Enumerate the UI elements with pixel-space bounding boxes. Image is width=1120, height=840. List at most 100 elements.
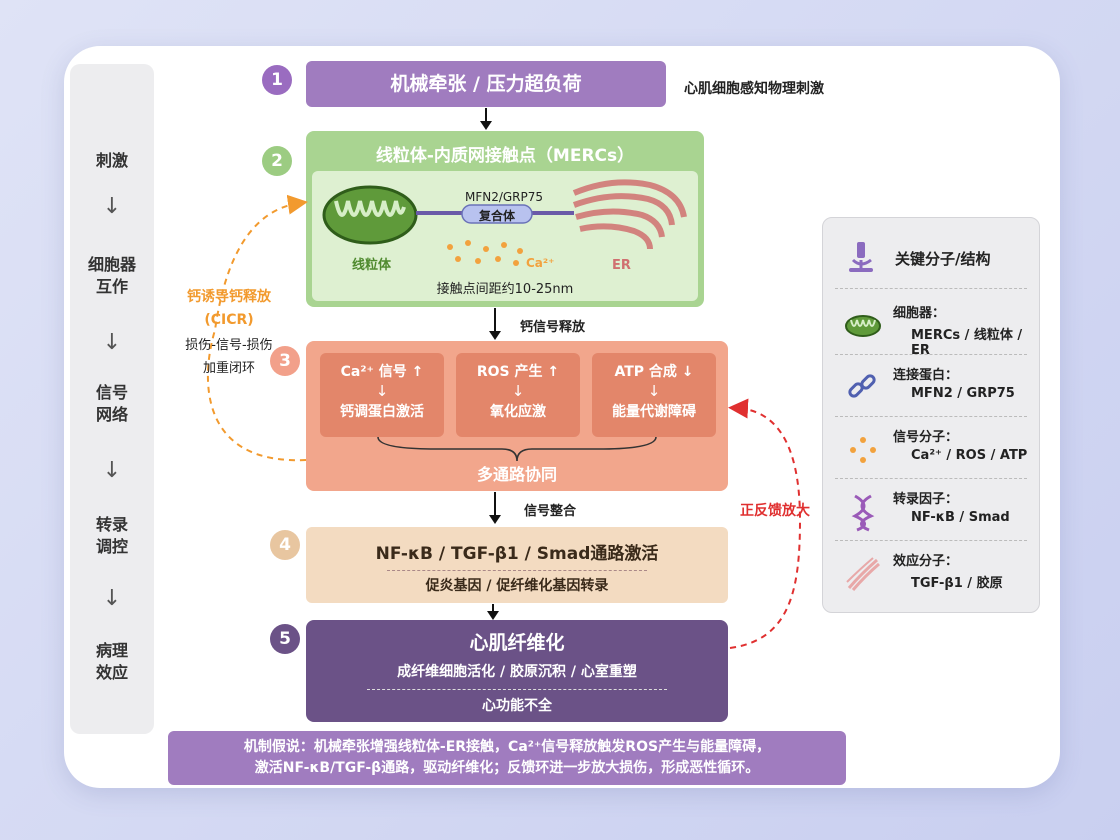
arrow-down-icon: ↓ <box>511 382 525 400</box>
signal-top: ATP 合成 ↓ <box>614 364 694 380</box>
divider <box>835 540 1027 541</box>
positive-feedback-arrow <box>728 398 802 649</box>
distance-label: 接触点间距约10-25nm <box>437 281 574 297</box>
divider <box>387 570 647 571</box>
dna-icon <box>851 494 875 532</box>
arrow-down-icon <box>487 604 499 620</box>
legend-title: 关键分子/结构 <box>895 250 991 268</box>
signal-box-ros: ROS 产生 ↑ ↓ 氧化应激 <box>456 353 580 437</box>
cicr-desc2: 加重闭环 <box>202 361 255 376</box>
legend-label: 转录因子： <box>893 492 959 507</box>
stage-label-transcription: 转录 调控 <box>95 515 128 556</box>
stage-label-stimulus: 刺激 <box>95 151 128 170</box>
step-badge-3: 3 <box>270 346 300 376</box>
chain-link-icon <box>848 374 876 398</box>
ca-label: Ca²⁺ <box>526 256 555 270</box>
arrow-down-icon <box>480 108 492 130</box>
legend-label: 连接蛋白： <box>893 368 959 383</box>
step5-box: 心肌纤维化 成纤维细胞活化 / 胶原沉积 / 心室重塑 心功能不全 <box>306 620 728 722</box>
mercs-illustration: MFN2/GRP75 复合体 线粒体 Ca²⁺ ER 接触点间距约10-25nm <box>312 171 698 301</box>
signal-bottom: 氧化应激 <box>490 404 546 420</box>
legend-label: 效应分子： <box>893 554 959 569</box>
cicr-title: 钙诱导钙释放 <box>187 289 271 305</box>
step5-title: 心肌纤维化 <box>469 632 565 654</box>
collagen-fiber-icon <box>846 557 880 591</box>
er-label: ER <box>612 258 631 273</box>
divider <box>835 288 1027 289</box>
step5-subtitle: 成纤维细胞活化 / 胶原沉积 / 心室重塑 <box>397 664 637 680</box>
connector-label-2: 信号整合 <box>524 504 577 519</box>
divider <box>835 416 1027 417</box>
hypothesis-line-2: 激活NF-κB/TGF-β通路，驱动纤维化；反馈环进一步放大损伤，形成恶性循环。 <box>254 760 760 776</box>
divider <box>835 354 1027 355</box>
step4-title: NF-κB / TGF-β1 / Smad通路激活 <box>375 544 659 564</box>
hypothesis-box: 机制假说：机械牵张增强线粒体-ER接触，Ca²⁺信号释放触发ROS产生与能量障碍… <box>168 731 846 785</box>
step-badge-2: 2 <box>262 146 292 176</box>
signal-box-calcium: Ca²⁺ 信号 ↑ ↓ 钙调蛋白激活 <box>320 353 444 437</box>
cicr-loop-arrow <box>206 194 308 462</box>
microscope-icon <box>849 242 873 272</box>
step-badge-4: 4 <box>270 530 300 560</box>
arrow-down-icon <box>489 492 501 524</box>
stage-label-signal: 信号 网络 <box>95 383 128 424</box>
signal-box-atp: ATP 合成 ↓ ↓ 能量代谢障碍 <box>592 353 716 437</box>
cicr-abbr: (CICR) <box>204 312 254 328</box>
step3-box: Ca²⁺ 信号 ↑ ↓ 钙调蛋白激活 ROS 产生 ↑ ↓ 氧化应激 ATP 合… <box>306 341 728 491</box>
stage-arrow: ↓ <box>102 586 122 611</box>
signal-top: ROS 产生 ↑ <box>476 364 560 380</box>
cicr-desc1: 损伤-信号-损伤 <box>185 338 273 353</box>
calcium-dots-icon <box>447 240 523 266</box>
legend-item-organelle: 细胞器： MERCs / 线粒体 / ER <box>835 302 1029 358</box>
brace-icon <box>377 436 657 462</box>
step2-box: 线粒体-内质网接触点（MERCs） MFN <box>306 131 704 307</box>
legend-value: TGF-β1 / 胶原 <box>911 576 1003 591</box>
signal-top: Ca²⁺ 信号 ↑ <box>340 364 424 380</box>
legend-value: MERCs / 线粒体 / ER <box>911 328 1023 358</box>
stage-label-pathology: 病理 效应 <box>95 641 128 682</box>
legend-label: 信号分子： <box>893 430 959 445</box>
connector-label-1: 钙信号释放 <box>520 320 586 335</box>
protein-label: MFN2/GRP75 <box>465 190 543 204</box>
stage-arrow: ↓ <box>102 330 122 355</box>
er-icon <box>572 179 687 250</box>
arrow-down-icon: ↓ <box>647 382 661 400</box>
complex-label: 复合体 <box>478 208 516 223</box>
mito-label: 线粒体 <box>352 257 392 273</box>
legend-value: MFN2 / GRP75 <box>911 386 1015 401</box>
legend-value: NF-κB / Smad <box>911 510 1010 525</box>
step5-bottom: 心功能不全 <box>482 698 552 714</box>
legend-panel: 关键分子/结构 细胞器： MERCs / 线粒体 / ER 连接蛋白： MFN2… <box>822 217 1040 613</box>
mitochondrion-icon <box>845 315 881 337</box>
arrow-down-icon <box>489 308 501 340</box>
stage-label-organelle: 细胞器 互作 <box>87 255 136 296</box>
step3-footer: 多通路协同 <box>476 465 557 484</box>
dots-icon <box>850 437 876 463</box>
legend-label: 细胞器： <box>893 306 946 321</box>
legend-item-transcription: 转录因子： NF-κB / Smad <box>835 488 1029 538</box>
legend-item-signal: 信号分子： Ca²⁺ / ROS / ATP <box>835 426 1029 476</box>
step-badge-1: 1 <box>262 65 292 95</box>
mercs-svg: MFN2/GRP75 复合体 线粒体 Ca²⁺ ER 接触点间距约10-25nm <box>322 179 687 297</box>
legend-item-effector: 效应分子： TGF-β1 / 胶原 <box>835 550 1029 600</box>
step1-box: 机械牵张 / 压力超负荷 <box>306 61 666 107</box>
step1-note: 心肌细胞感知物理刺激 <box>684 81 824 97</box>
cicr-loop-label: 钙诱导钙释放 (CICR) 损伤-信号-损伤 加重闭环 <box>164 286 294 376</box>
stage-column: 刺激 ↓ 细胞器 互作 ↓ 信号 网络 ↓ 转录 调控 ↓ 病理 效应 <box>70 64 154 734</box>
hypothesis-line-1: 机制假说：机械牵张增强线粒体-ER接触，Ca²⁺信号释放触发ROS产生与能量障碍… <box>243 739 771 755</box>
legend-item-linker: 连接蛋白： MFN2 / GRP75 <box>835 364 1029 414</box>
step4-box: NF-κB / TGF-β1 / Smad通路激活 促炎基因 / 促纤维化基因转… <box>306 527 728 603</box>
step-badge-5: 5 <box>270 624 300 654</box>
divider <box>835 478 1027 479</box>
signal-bottom: 钙调蛋白激活 <box>340 404 424 420</box>
legend-value: Ca²⁺ / ROS / ATP <box>911 448 1028 463</box>
arrow-down-icon: ↓ <box>375 382 389 400</box>
stage-arrow: ↓ <box>102 194 122 219</box>
step4-subtitle: 促炎基因 / 促纤维化基因转录 <box>425 578 609 594</box>
positive-feedback-label: 正反馈放大 <box>740 503 810 519</box>
divider <box>367 689 667 690</box>
step2-title: 线粒体-内质网接触点（MERCs） <box>375 146 635 166</box>
complex-icon <box>461 204 533 224</box>
signal-bottom: 能量代谢障碍 <box>612 404 696 420</box>
stage-arrow: ↓ <box>102 458 122 483</box>
